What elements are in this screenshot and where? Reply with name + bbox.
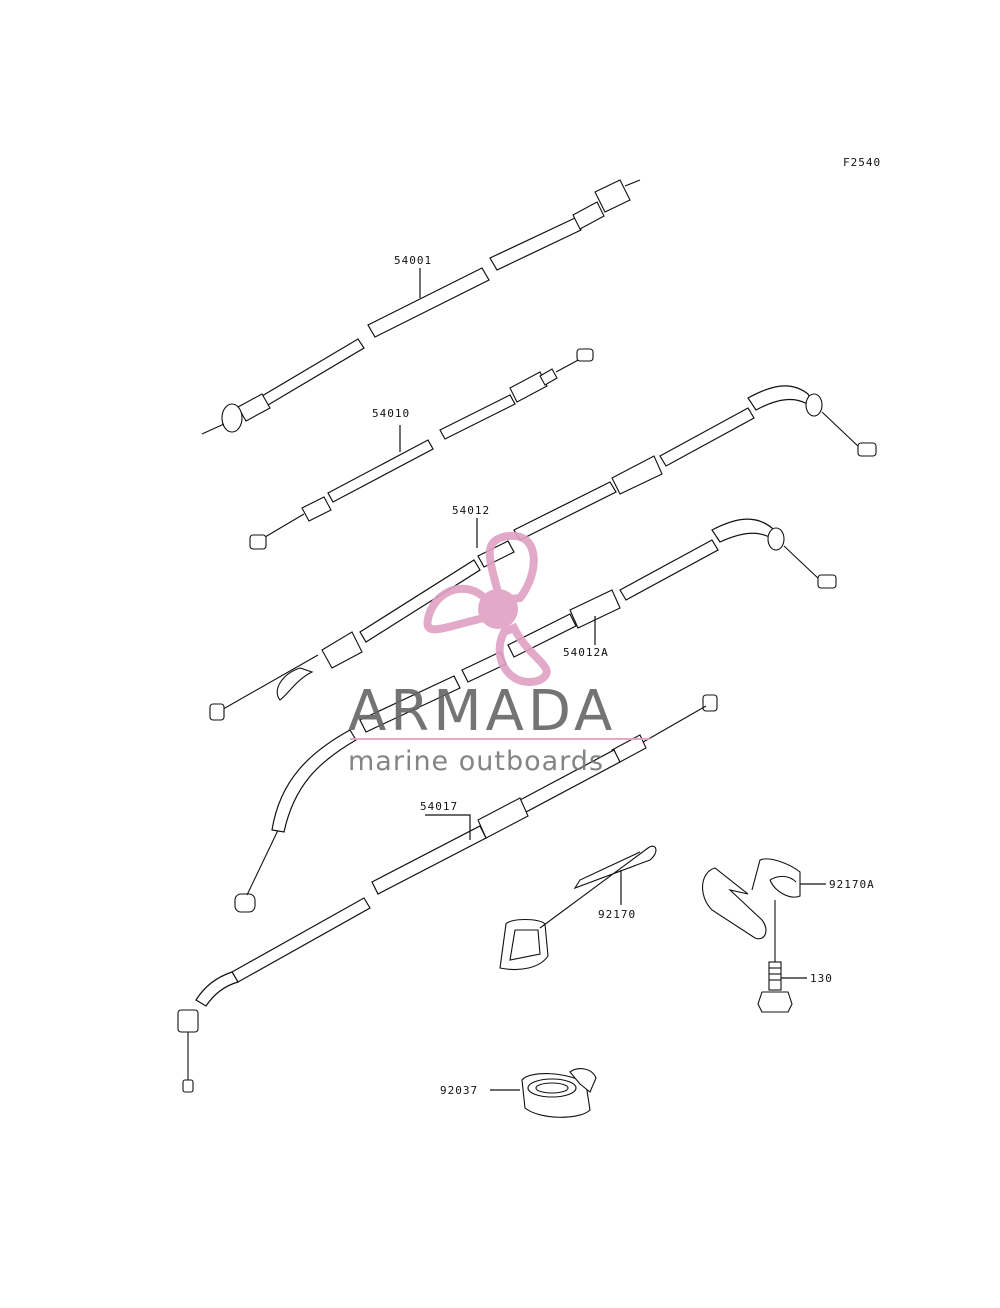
part-label-54012: 54012: [452, 504, 490, 517]
clamp-92170[interactable]: [499, 845, 657, 971]
part-label-54012A: 54012A: [563, 646, 609, 659]
part-label-92170A: 92170A: [829, 878, 875, 891]
part-label-92037: 92037: [440, 1084, 478, 1097]
cable-54012[interactable]: [209, 385, 877, 721]
part-label-130: 130: [810, 972, 833, 985]
propeller-logo-icon: [423, 531, 551, 686]
grommet-92037[interactable]: [521, 1068, 597, 1118]
cable-54017[interactable]: [177, 694, 718, 1093]
part-label-54010: 54010: [372, 407, 410, 420]
part-label-54017: 54017: [420, 800, 458, 813]
watermark: ARMADA marine outboards: [348, 531, 650, 777]
watermark-brand: ARMADA: [348, 679, 616, 744]
clamp-92170A[interactable]: [702, 858, 801, 940]
cable-54001[interactable]: [201, 179, 641, 435]
part-label-54001: 54001: [394, 254, 432, 267]
cable-54010[interactable]: [249, 348, 594, 550]
figure-code: F2540: [843, 156, 881, 169]
part-label-92170: 92170: [598, 908, 636, 921]
watermark-tagline: marine outboards: [348, 746, 604, 777]
bolt-130[interactable]: [757, 900, 793, 1013]
